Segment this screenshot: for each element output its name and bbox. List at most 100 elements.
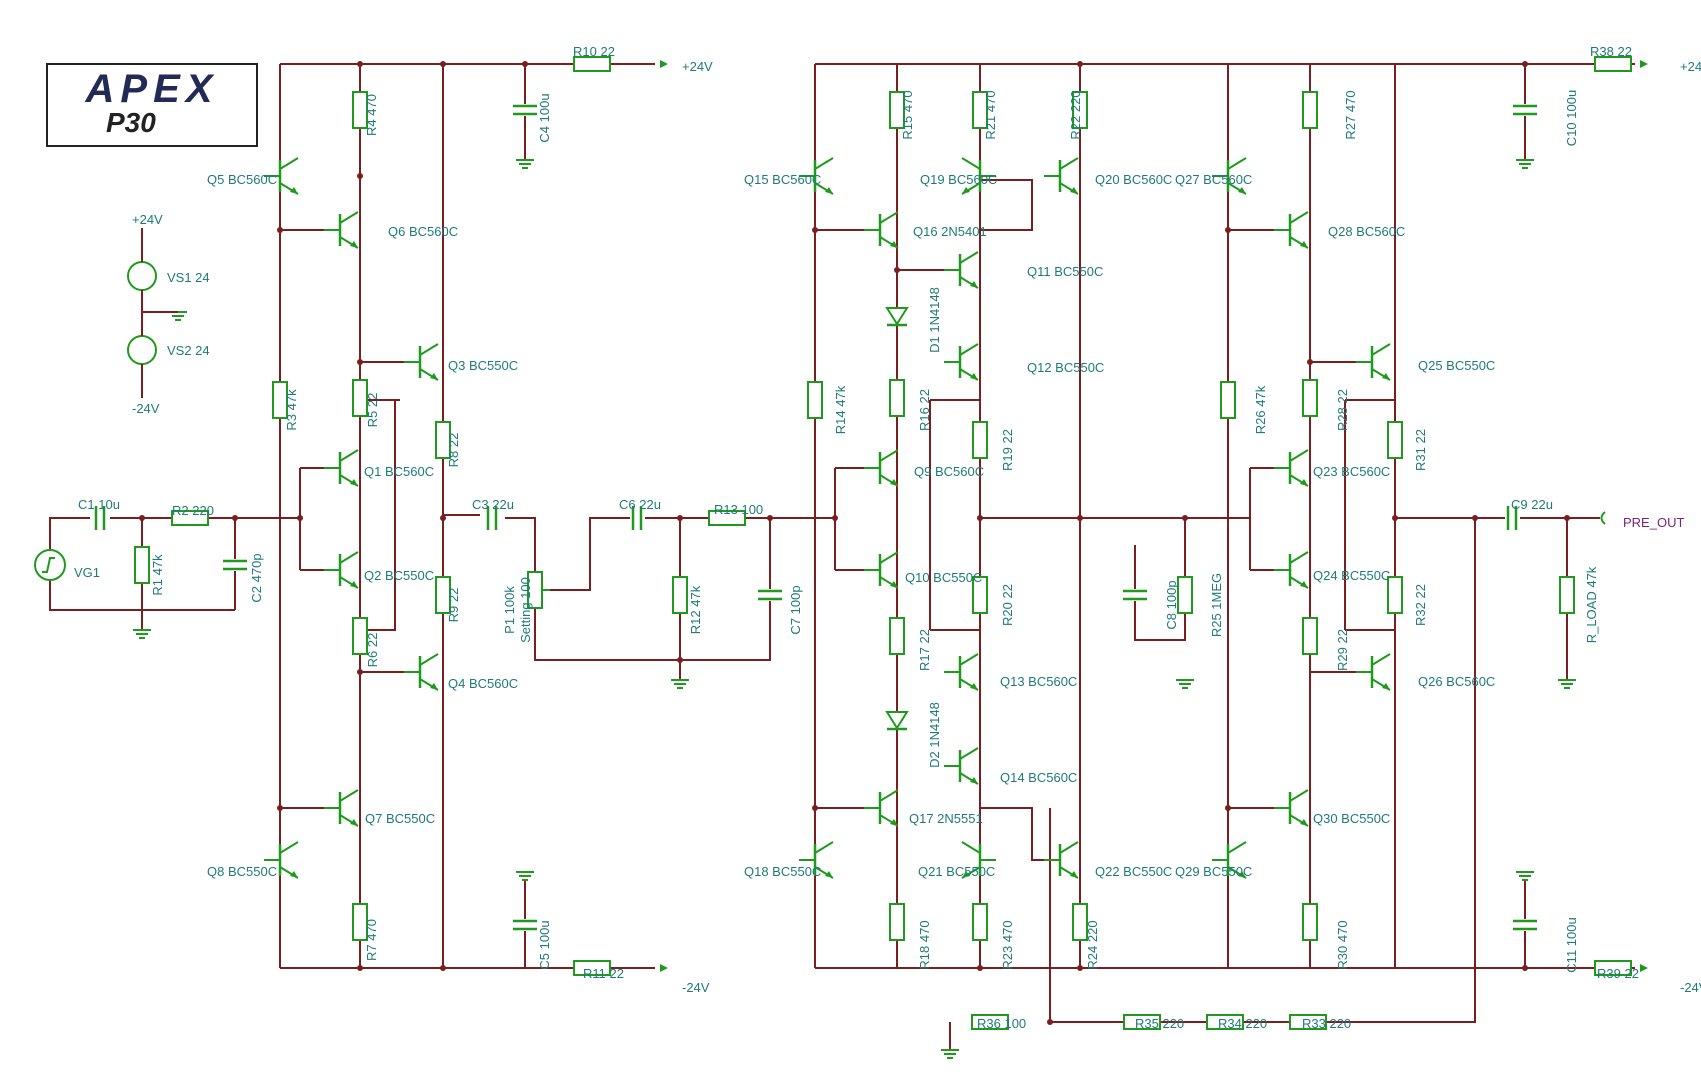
label-vs_minus: -24V <box>132 401 160 416</box>
label-q19: Q19 BC560C <box>920 172 997 187</box>
label-r_load: R_LOAD 47k <box>1584 566 1599 643</box>
label-r26: R26 47k <box>1253 385 1268 434</box>
resistor-r23 <box>972 903 988 941</box>
label-vplus2: +24V <box>1680 59 1701 74</box>
label-r39: R39 22 <box>1597 966 1639 981</box>
resistor-r1 <box>134 546 150 584</box>
resistor-r30 <box>1302 903 1318 941</box>
logo-brand: APEX <box>85 67 219 111</box>
label-c5: C5 100u <box>537 920 552 969</box>
transistor-q1 <box>322 448 360 488</box>
ground-icon <box>940 1049 960 1059</box>
label-r24: R24 220 <box>1085 920 1100 969</box>
label-vs2: VS2 24 <box>167 343 210 358</box>
resistor-r16 <box>889 379 905 417</box>
label-q22: Q22 BC550C <box>1095 864 1172 879</box>
label-r29: R29 22 <box>1335 629 1350 671</box>
label-d2: D2 1N4148 <box>927 702 942 768</box>
label-q7: Q7 BC550C <box>365 811 435 826</box>
ground-icon <box>515 871 535 881</box>
junctions <box>139 61 1570 1025</box>
label-r27: R27 470 <box>1343 90 1358 139</box>
label-r2: R2 220 <box>172 503 214 518</box>
transistor-q10 <box>862 550 900 590</box>
resistor-r25 <box>1177 576 1193 614</box>
ground-icon <box>1557 679 1577 689</box>
label-r5: R5 22 <box>365 393 380 428</box>
label-r19: R19 22 <box>1000 429 1015 471</box>
label-r38: R38 22 <box>1590 44 1632 59</box>
capacitor-c2 <box>221 557 249 573</box>
resistor-r19 <box>972 421 988 459</box>
capacitor-c8 <box>1121 587 1149 603</box>
label-vplus1: +24V <box>682 59 713 74</box>
diode-d1 <box>885 306 909 327</box>
label-r21: R21 470 <box>983 90 998 139</box>
label-pre_out: PRE_OUT <box>1623 515 1684 530</box>
resistor-r17 <box>889 617 905 655</box>
capacitor-c10 <box>1511 102 1539 118</box>
components <box>34 56 1648 1059</box>
resistor-r31 <box>1387 421 1403 459</box>
label-r13: R13 100 <box>714 502 763 517</box>
label-q16: Q16 2N5401 <box>913 224 987 239</box>
transistor-q12 <box>942 342 980 382</box>
transistor-q13 <box>942 652 980 692</box>
label-r7: R7 470 <box>364 919 379 961</box>
transistor-q28 <box>1272 210 1310 250</box>
label-r34: R34 220 <box>1218 1016 1267 1031</box>
label-q2: Q2 BC550C <box>364 568 434 583</box>
label-q28: Q28 BC560C <box>1328 224 1405 239</box>
label-r36: R36 100 <box>977 1016 1026 1031</box>
transistor-q7 <box>322 788 360 828</box>
label-r18: R18 470 <box>917 920 932 969</box>
label-c10: C10 100u <box>1564 90 1579 146</box>
resistor-r12 <box>672 576 688 614</box>
label-q29: Q29 BC550C <box>1175 864 1252 879</box>
ground-icon <box>1175 679 1195 689</box>
transistor-q24 <box>1272 550 1310 590</box>
label-q14: Q14 BC560C <box>1000 770 1077 785</box>
label-q15: Q15 BC560C <box>744 172 821 187</box>
label-q30: Q30 BC550C <box>1313 811 1390 826</box>
signal-generator-vg1 <box>34 549 66 581</box>
label-q11: Q11 BC550C <box>1027 264 1103 279</box>
capacitor-c4 <box>511 102 539 118</box>
label-q3: Q3 BC550C <box>448 358 518 373</box>
resistor-r28 <box>1302 379 1318 417</box>
label-q10: Q10 BC550C <box>905 570 982 585</box>
label-r6: R6 22 <box>365 633 380 668</box>
transistor-q3 <box>402 342 440 382</box>
label-r12: R12 47k <box>688 585 703 634</box>
output-terminal-icon <box>1600 511 1606 525</box>
label-vminus2: -24V <box>1680 980 1701 995</box>
label-p1s: Setting 100 <box>518 577 533 643</box>
label-q8: Q8 BC550C <box>207 864 277 879</box>
resistor-r14 <box>807 381 823 419</box>
transistor-q2 <box>322 550 360 590</box>
label-q5: Q5 BC560C <box>207 172 277 187</box>
label-vg1: VG1 <box>74 565 100 580</box>
label-r23: R23 470 <box>1000 920 1015 969</box>
label-r20: R20 22 <box>1000 584 1015 626</box>
label-q13: Q13 BC560C <box>1000 674 1077 689</box>
transistor-q20 <box>1042 156 1080 196</box>
label-r32: R32 22 <box>1413 584 1428 626</box>
label-r4: R4 470 <box>364 94 379 136</box>
label-c4: C4 100u <box>537 93 552 142</box>
label-r8: R8 22 <box>446 433 461 468</box>
label-q9: Q9 BC560C <box>914 464 984 479</box>
logo: APEX P30 <box>46 63 258 147</box>
resistor-r10 <box>573 56 611 72</box>
transistor-q17 <box>862 788 900 828</box>
resistor-r-load <box>1559 576 1575 614</box>
label-vs_plus: +24V <box>132 212 163 227</box>
label-c8: C8 100p <box>1164 580 1179 629</box>
label-q20: Q20 BC560C <box>1095 172 1172 187</box>
resistor-r38 <box>1594 56 1632 72</box>
label-c2: C2 470p <box>249 553 264 602</box>
resistor-r18 <box>889 903 905 941</box>
label-q27: Q27 BC560C <box>1175 172 1252 187</box>
capacitor-c5 <box>511 917 539 933</box>
